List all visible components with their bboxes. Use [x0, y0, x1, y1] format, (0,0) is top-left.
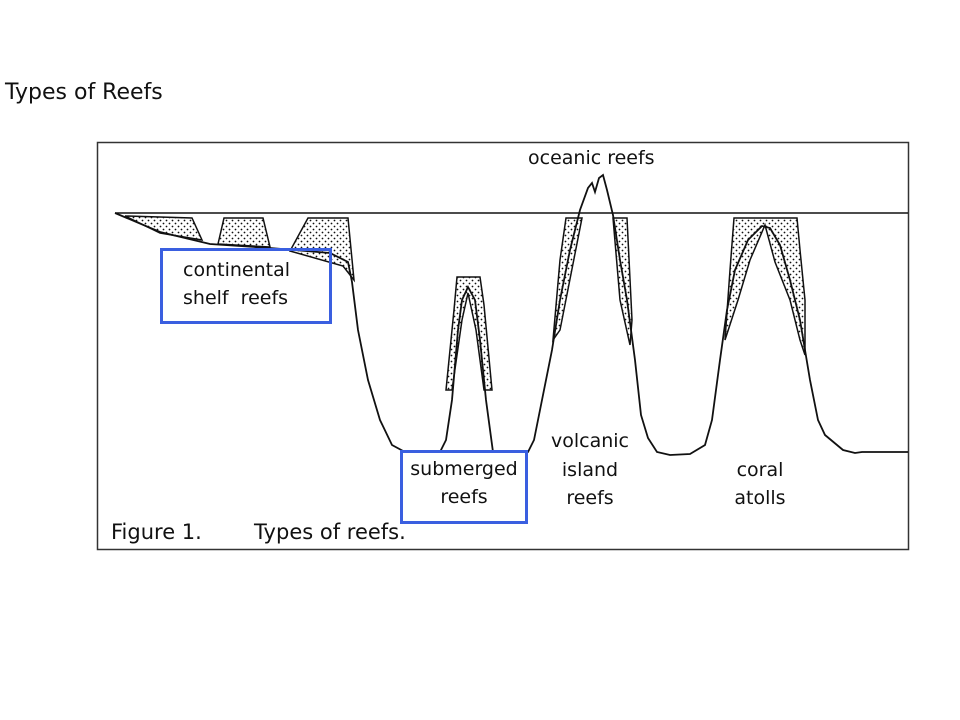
atoll-label-line2: atolls: [734, 487, 786, 509]
continental-label-line2: shelf reefs: [183, 287, 289, 309]
seafloor-profile: [114, 173, 908, 456]
continental-label-line1: continental: [183, 259, 290, 281]
volcanic-label-line2: island: [561, 459, 619, 481]
shelf-reef-2: [217, 217, 271, 248]
oceanic-reefs-label: oceanic reefs: [528, 147, 655, 169]
atoll-label-line1: coral: [736, 459, 784, 481]
shelf-reef-1: [124, 215, 204, 241]
submerged-label-line2: reefs: [440, 486, 488, 508]
submerged-label-line1: submerged: [410, 458, 518, 480]
volcanic-reef-left: [552, 217, 583, 343]
figure-caption-number: Figure 1.: [111, 520, 202, 544]
figure-caption-text: Types of reefs.: [254, 520, 406, 544]
continental-shelf-highlight-box: [160, 248, 332, 324]
page-title: Types of Reefs: [5, 80, 163, 105]
volcanic-label-line3: reefs: [566, 487, 614, 509]
atoll-reef: [724, 217, 806, 356]
submerged-highlight-box: [400, 450, 528, 524]
figure-frame: [96, 141, 910, 551]
submerged-reef: [445, 276, 493, 391]
volcanic-label-line1: volcanic: [550, 430, 629, 452]
